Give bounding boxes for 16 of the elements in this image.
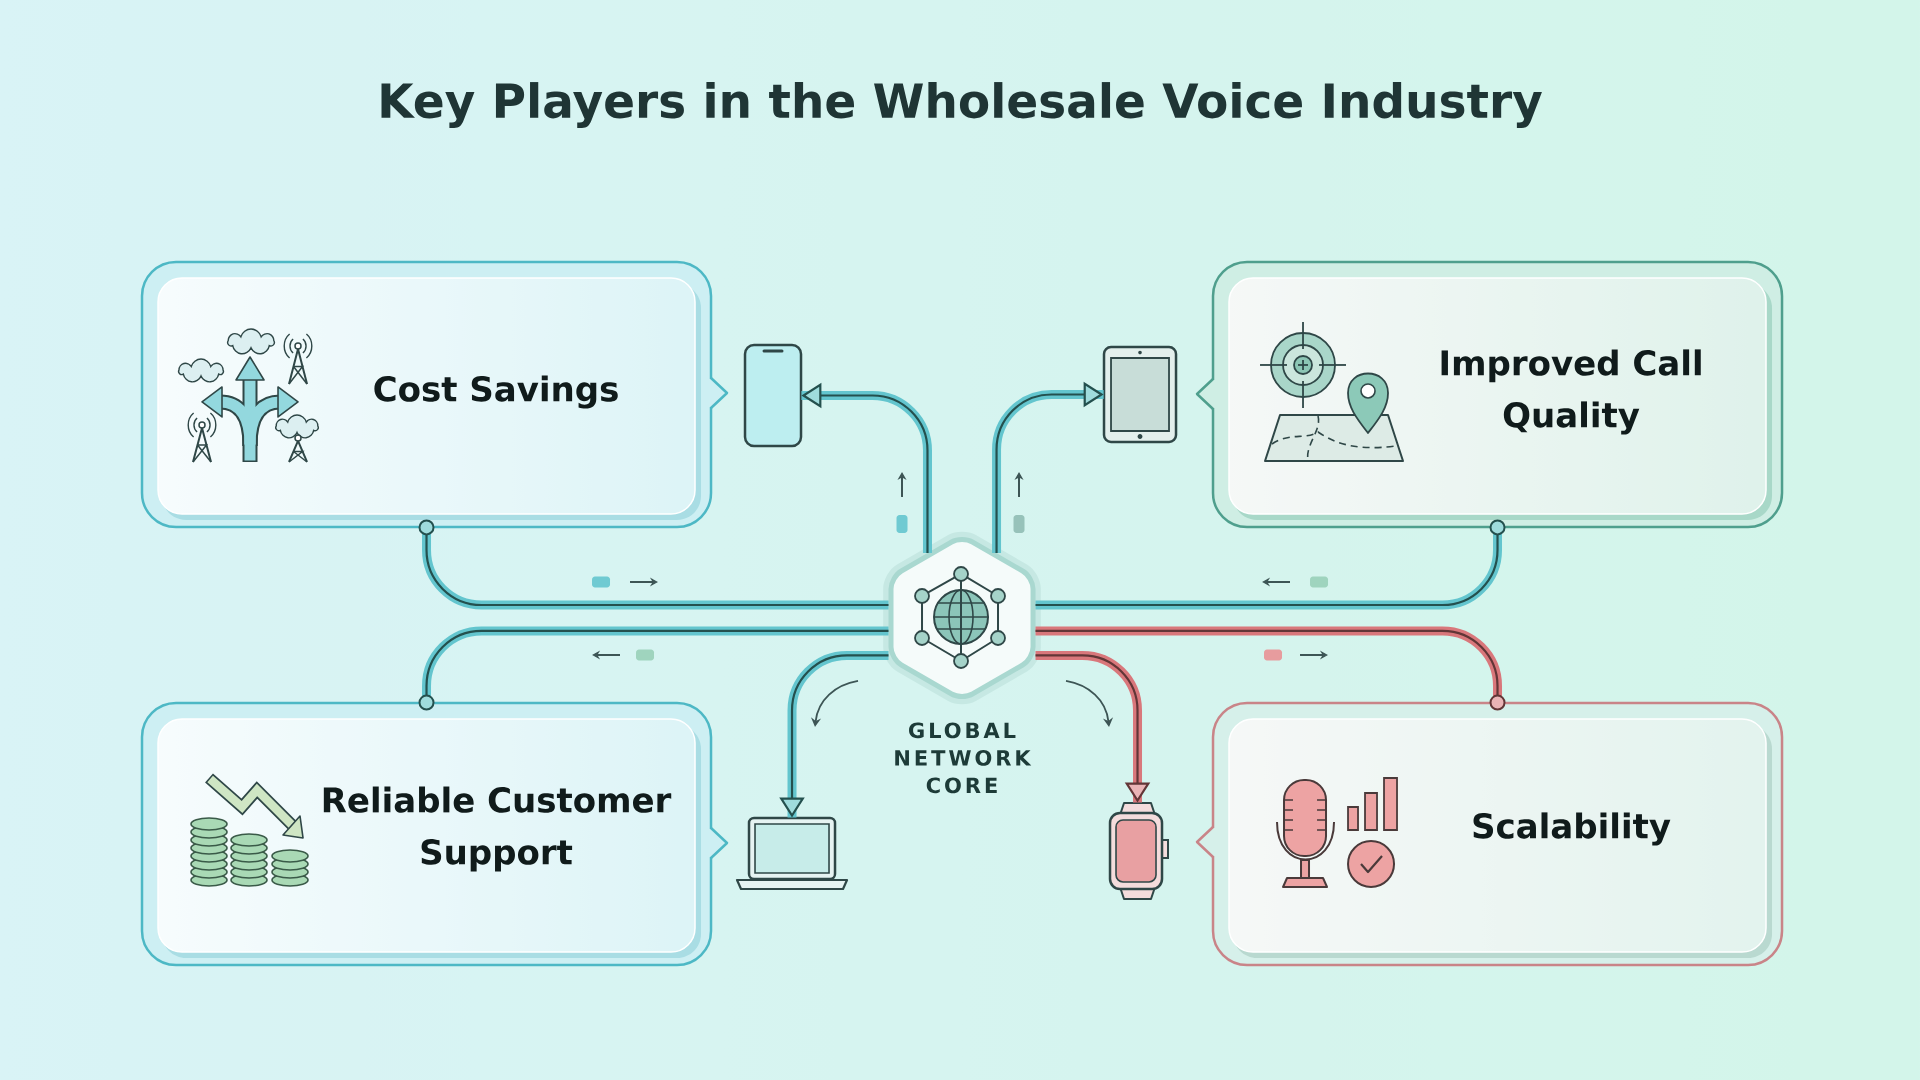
arrow (1035, 650, 1151, 803)
feature-card: Cost Savings (140, 260, 729, 529)
arrow (992, 381, 1104, 554)
smartwatch-icon (1108, 802, 1169, 900)
smartphone-icon (743, 343, 803, 448)
connector-line (418, 519, 889, 610)
connector-line (1035, 626, 1506, 711)
connector-line (418, 626, 889, 711)
connector-line (1035, 519, 1506, 610)
tablet-icon (1102, 345, 1178, 444)
laptop-icon (735, 816, 849, 891)
hub-label: GLOBAL NETWORK CORE (895, 722, 1032, 794)
feature-card: Reliable Customer Support (140, 701, 729, 967)
title: Key Players in the Wholesale Voice Industry (381, 82, 1542, 128)
feature-card: Improved Call Quality (1195, 260, 1784, 529)
feature-card: Scalability (1195, 701, 1784, 967)
